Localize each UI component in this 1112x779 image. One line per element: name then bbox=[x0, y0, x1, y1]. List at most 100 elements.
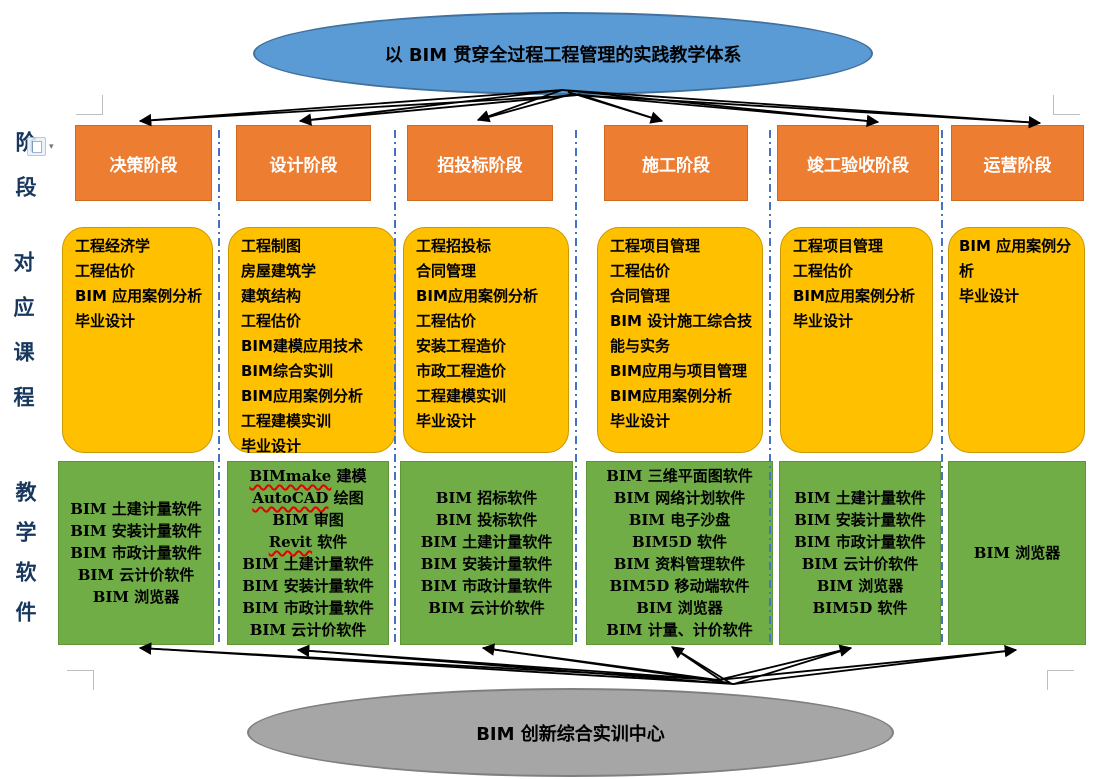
software-item: BIM 云计价软件 bbox=[77, 566, 195, 584]
stage-label: 设计阶段 bbox=[269, 155, 338, 176]
software-item: BIM 资料管理软件 bbox=[613, 555, 746, 573]
course-item: 毕业设计 bbox=[959, 287, 1020, 305]
training-center-ellipse[interactable]: BIM 创新综合实训中心 bbox=[247, 688, 894, 777]
software-item: BIM 浏览器 bbox=[816, 577, 904, 595]
course-item: 合同管理 bbox=[610, 287, 671, 305]
software-box-6[interactable]: BIM 浏览器 bbox=[948, 461, 1086, 645]
software-item: Revit 软件 bbox=[269, 531, 348, 553]
software-box-3[interactable]: BIM 招标软件 BIM 投标软件 BIM 土建计量软件 BIM 安装计量软件 … bbox=[400, 461, 573, 645]
stage-label: 竣工验收阶段 bbox=[807, 155, 909, 176]
course-item: BIM应用案例分析 bbox=[793, 287, 915, 305]
course-item: BIM 设计施工综合技能与实务 bbox=[610, 312, 753, 355]
stage-header-design[interactable]: 设计阶段 bbox=[236, 125, 371, 201]
stage-label: 决策阶段 bbox=[109, 155, 178, 176]
software-item-text: BIM bbox=[242, 577, 279, 595]
paste-options-button[interactable]: ▾ bbox=[27, 137, 54, 156]
software-item: BIM 云计价软件 bbox=[801, 555, 919, 573]
course-item: 安装工程造价 bbox=[416, 337, 507, 355]
course-item: 工程估价 bbox=[75, 262, 136, 280]
software-item-text: 云计价软件 bbox=[286, 621, 367, 639]
software-item: BIM5D 移动端软件 bbox=[609, 577, 750, 595]
course-item: BIM 应用案例分析 bbox=[75, 287, 203, 305]
course-item: 市政工程造价 bbox=[416, 362, 507, 380]
software-item: BIM 浏览器 bbox=[92, 588, 180, 606]
course-item: 毕业设计 bbox=[793, 312, 854, 330]
page-margin-mark-top-right bbox=[1053, 95, 1080, 115]
software-item: BIM 安装计量软件 bbox=[794, 511, 926, 529]
course-item: 工程制图 bbox=[241, 237, 302, 255]
course-item: 建筑结构 bbox=[241, 287, 302, 305]
courses-box-1[interactable]: 工程经济学 工程估价 BIM 应用案例分析 毕业设计 bbox=[62, 227, 213, 453]
courses-box-2[interactable]: 工程制图 房屋建筑学 建筑结构 工程估价 BIM建模应用技术 BIM综合实训 B… bbox=[228, 227, 396, 455]
misspelled-word: Revit bbox=[268, 533, 313, 551]
software-item: BIM 土建计量软件 bbox=[242, 553, 374, 575]
stage-header-operation[interactable]: 运营阶段 bbox=[951, 125, 1084, 201]
course-item: 工程项目管理 bbox=[610, 237, 701, 255]
courses-box-6[interactable]: BIM 应用案例分析 毕业设计 bbox=[948, 227, 1085, 453]
course-item: BIM应用案例分析 bbox=[610, 387, 732, 405]
software-item: BIM5D 软件 bbox=[812, 599, 908, 617]
row-label-courses: 对应课程 bbox=[11, 251, 35, 431]
course-item: 工程估价 bbox=[610, 262, 671, 280]
software-item: BIM 市政计量软件 bbox=[70, 544, 202, 562]
software-item-text: BIM bbox=[249, 621, 287, 639]
software-item: BIM5D 软件 bbox=[632, 533, 727, 551]
software-item: BIM 安装计量软件 bbox=[420, 555, 553, 573]
course-item: 毕业设计 bbox=[241, 437, 302, 455]
software-item: BIM 土建计量软件 bbox=[70, 500, 202, 518]
software-item: BIMmake 建模 bbox=[249, 465, 366, 487]
page-margin-mark-bottom-right bbox=[1047, 670, 1074, 690]
course-item: BIM 应用案例分析 bbox=[959, 237, 1072, 280]
software-item-text: 土建计量软件 bbox=[278, 555, 374, 573]
software-item: BIM 投标软件 bbox=[435, 511, 538, 529]
courses-box-4[interactable]: 工程项目管理 工程估价 合同管理 BIM 设计施工综合技能与实务 BIM应用与项… bbox=[597, 227, 763, 453]
software-item: BIM 云计价软件 bbox=[428, 599, 545, 617]
software-box-1[interactable]: BIM 土建计量软件 BIM 安装计量软件 BIM 市政计量软件 BIM 云计价… bbox=[58, 461, 214, 645]
software-item-text: 绘图 bbox=[328, 489, 364, 507]
software-item-text: 建模 bbox=[331, 467, 367, 485]
course-item: BIM应用与项目管理 bbox=[610, 362, 747, 380]
software-item: BIM 市政计量软件 bbox=[242, 597, 374, 619]
course-item: BIM综合实训 bbox=[241, 362, 333, 380]
stage-header-decision[interactable]: 决策阶段 bbox=[75, 125, 212, 201]
software-item: BIM 计量、计价软件 bbox=[606, 621, 753, 639]
stage-header-construction[interactable]: 施工阶段 bbox=[604, 125, 748, 201]
courses-box-3[interactable]: 工程招投标 合同管理 BIM应用案例分析 工程估价 安装工程造价 市政工程造价 … bbox=[403, 227, 569, 453]
software-item-text: BIM bbox=[272, 511, 309, 529]
software-item: BIM 招标软件 bbox=[435, 489, 538, 507]
software-item-text: BIM bbox=[242, 555, 279, 573]
chevron-down-icon[interactable]: ▾ bbox=[49, 141, 54, 152]
courses-box-5[interactable]: 工程项目管理 工程估价 BIM应用案例分析 毕业设计 bbox=[780, 227, 933, 453]
software-item: BIM 审图 bbox=[272, 509, 344, 531]
software-item: BIM 安装计量软件 bbox=[242, 575, 374, 597]
software-item-text: 软件 bbox=[312, 533, 348, 551]
course-item: 毕业设计 bbox=[610, 412, 671, 430]
course-item: 工程估价 bbox=[793, 262, 854, 280]
course-item: BIM应用案例分析 bbox=[416, 287, 538, 305]
stage-label: 招投标阶段 bbox=[437, 155, 523, 176]
course-item: 工程招投标 bbox=[416, 237, 492, 255]
course-item: 房屋建筑学 bbox=[241, 262, 317, 280]
software-box-2[interactable]: BIMmake 建模 AutoCAD 绘图 BIM 审图 Revit 软件 BI… bbox=[227, 461, 389, 645]
software-item: BIM 浏览器 bbox=[973, 544, 1061, 562]
software-item: BIM 土建计量软件 bbox=[794, 489, 926, 507]
stage-label: 运营阶段 bbox=[983, 155, 1052, 176]
course-item: BIM建模应用技术 bbox=[241, 337, 363, 355]
software-item: BIM 三维平面图软件 bbox=[606, 467, 753, 485]
software-box-4[interactable]: BIM 三维平面图软件 BIM 网络计划软件 BIM 电子沙盘 BIM5D 软件… bbox=[586, 461, 773, 645]
course-item: 工程估价 bbox=[416, 312, 477, 330]
software-item: BIM 土建计量软件 bbox=[420, 533, 553, 551]
stage-header-completion-acceptance[interactable]: 竣工验收阶段 bbox=[777, 125, 939, 201]
course-item: 毕业设计 bbox=[416, 412, 477, 430]
software-item-text: BIM bbox=[242, 599, 279, 617]
software-box-5[interactable]: BIM 土建计量软件 BIM 安装计量软件 BIM 市政计量软件 BIM 云计价… bbox=[779, 461, 941, 645]
title-ellipse[interactable]: 以 BIM 贯穿全过程工程管理的实践教学体系 bbox=[253, 12, 873, 95]
stage-header-bidding[interactable]: 招投标阶段 bbox=[407, 125, 553, 201]
training-center-text: BIM 创新综合实训中心 bbox=[476, 723, 665, 745]
stage-label: 施工阶段 bbox=[642, 155, 710, 176]
software-item-text: 审图 bbox=[308, 511, 344, 529]
row-label-software: 教学软件 bbox=[13, 481, 37, 641]
software-item: BIM 安装计量软件 bbox=[70, 522, 202, 540]
course-item: 合同管理 bbox=[416, 262, 477, 280]
